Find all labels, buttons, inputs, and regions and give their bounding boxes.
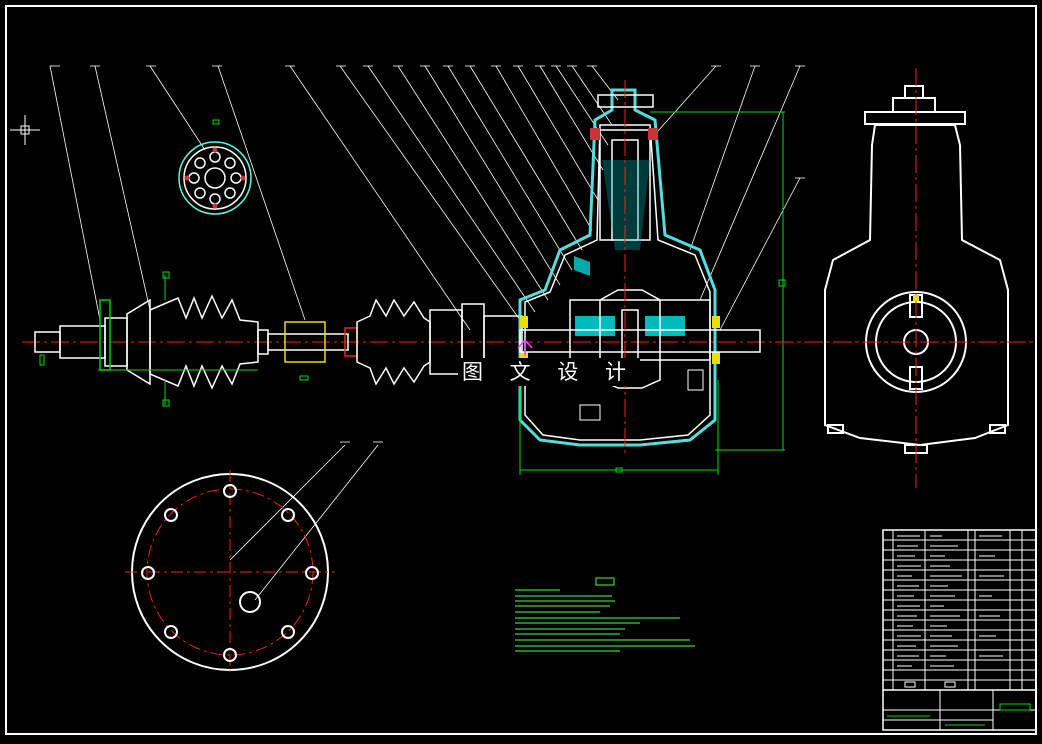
drawing-border bbox=[5, 5, 1037, 735]
shaft-dimension-marks bbox=[39, 271, 309, 407]
housing-dimensions bbox=[519, 111, 786, 475]
flange-plate-view bbox=[125, 470, 335, 672]
flange-detail-small bbox=[178, 119, 252, 215]
technical-notes-block bbox=[515, 577, 695, 652]
leader-lines bbox=[49, 65, 805, 601]
main-housing-section bbox=[517, 88, 761, 447]
side-view-centerlines bbox=[775, 68, 1035, 488]
title-block-entries bbox=[887, 535, 1004, 726]
crosshair-icon bbox=[10, 115, 40, 145]
title-block-parts-list bbox=[882, 529, 1037, 731]
side-view-marker bbox=[913, 295, 919, 301]
watermark-text: 图 文 设 计 bbox=[458, 358, 641, 386]
